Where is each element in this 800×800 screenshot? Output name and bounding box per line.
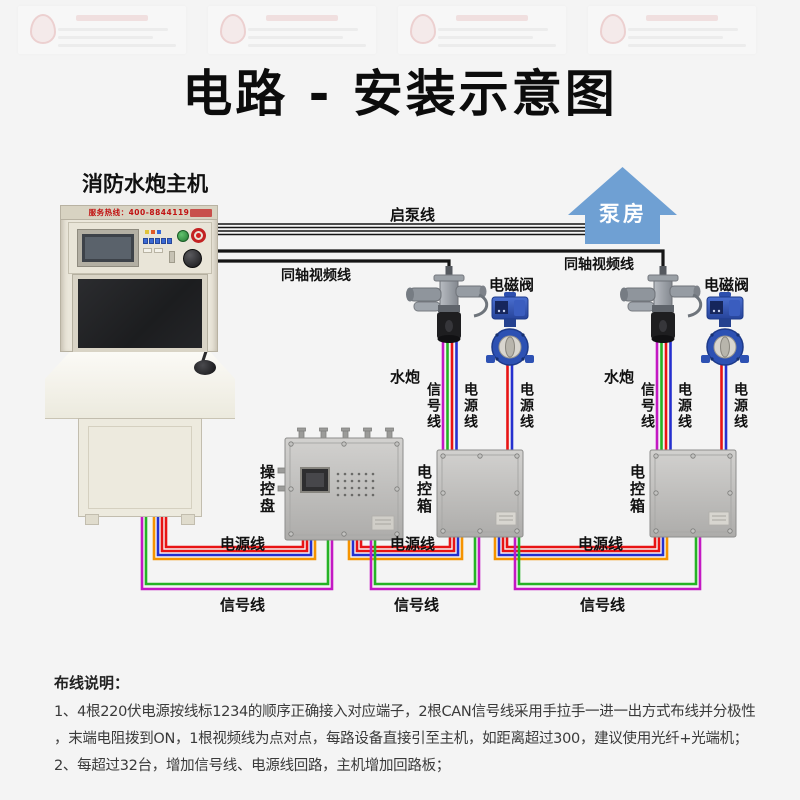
valve1-label: 电磁阀 — [489, 276, 535, 294]
panel-dot-grid — [336, 472, 375, 497]
valve2-label: 电磁阀 — [704, 276, 750, 294]
run2-power-label: 电源线 — [390, 535, 436, 553]
cannon2-power-label: 电源线 — [676, 382, 692, 430]
cannon1-label: 水炮 — [390, 368, 421, 386]
control-box2-label: 电控箱 — [628, 464, 646, 515]
indicator-light — [157, 230, 161, 234]
instruction-line-2: ，末端电阻拨到ON，1根视频线为点对点，每路设备直接引至主机，如距离超过300，… — [54, 731, 749, 747]
console-hotline: 服务热线：400-8844119 — [61, 206, 217, 220]
console-touchscreen[interactable] — [77, 229, 139, 267]
cabinet-foot — [85, 514, 99, 525]
microphone — [194, 360, 216, 375]
panel-switch[interactable] — [154, 248, 163, 253]
console-cabinet — [78, 418, 202, 525]
wire-run-console-to-panel — [140, 510, 334, 591]
panel-button[interactable] — [167, 238, 172, 244]
panel-switch[interactable] — [143, 248, 152, 253]
cannon1-signal-label: 信号线 — [425, 382, 441, 430]
control-box-1 — [436, 449, 524, 538]
cannon2-drop-wires — [655, 335, 672, 452]
water-cannon-1 — [404, 264, 489, 345]
certificate-shield-icon — [30, 14, 56, 44]
operator-panel-box — [277, 427, 404, 541]
cannon1-power-label: 电源线 — [462, 382, 478, 430]
pump-start-line-label: 启泵线 — [390, 206, 436, 224]
cannon2-label: 水炮 — [604, 368, 635, 386]
console-brand-mark — [190, 209, 212, 217]
indicator-light — [145, 230, 149, 234]
certificate-shield-icon — [600, 14, 626, 44]
fire-cannon-console: 服务热线：400-8844119 — [60, 205, 218, 353]
solenoid-valve-1 — [485, 291, 535, 366]
control-box1-label: 电控箱 — [415, 464, 433, 515]
certificate-card — [18, 6, 186, 54]
certificate-shield-icon — [220, 14, 246, 44]
valve2-power-label: 电源线 — [732, 382, 748, 430]
wire-run-box1-to-box2 — [493, 537, 702, 591]
control-box-2 — [649, 449, 737, 538]
cabinet-foot — [181, 514, 195, 525]
valve1-power-label: 电源线 — [518, 382, 534, 430]
panel-button[interactable] — [155, 238, 160, 244]
console-monitor — [72, 274, 208, 353]
panel-button[interactable] — [143, 238, 148, 244]
pump-start-lines — [216, 223, 586, 236]
emergency-stop-button[interactable] — [191, 228, 206, 243]
console-control-panel — [68, 222, 212, 274]
panel-button[interactable] — [161, 238, 166, 244]
joystick[interactable] — [183, 249, 202, 268]
cannon2-signal-label: 信号线 — [639, 382, 655, 430]
valve2-drop-wires — [720, 358, 728, 452]
coax-video-label-right: 同轴视频线 — [564, 257, 634, 273]
page-title: 电路 - 安装示意图 — [182, 65, 618, 123]
pump-room-label: 泵房 — [599, 202, 647, 226]
pump-room-arrow — [568, 167, 677, 244]
panel-button[interactable] — [149, 238, 154, 244]
certificate-card — [588, 6, 756, 54]
instruction-line-1: 1、4根220伏电源按线标1234的顺序正确接入对应端子，2根CAN信号线采用手… — [54, 704, 756, 720]
valve1-drop-wires — [506, 358, 514, 452]
console-title: 消防水炮主机 — [82, 172, 208, 196]
certificate-card — [208, 6, 376, 54]
run1-power-label: 电源线 — [220, 535, 266, 553]
cannon1-drop-wires — [441, 335, 458, 452]
operator-panel-label: 操控盘 — [258, 464, 276, 515]
run2-signal-label: 信号线 — [394, 596, 440, 614]
start-button[interactable] — [177, 230, 189, 242]
wire-run-panel-to-box1 — [347, 537, 481, 591]
console-desk — [45, 352, 235, 419]
certificate-card — [398, 6, 566, 54]
certificate-shield-icon — [410, 14, 436, 44]
instruction-line-3: 2、每超过32台，增加信号线、电源线回路，主机增加回路板； — [54, 758, 450, 774]
panel-connector — [169, 251, 175, 263]
run1-signal-label: 信号线 — [220, 596, 266, 614]
indicator-light — [151, 230, 155, 234]
instructions-heading: 布线说明： — [54, 674, 130, 692]
coax-video-label-left: 同轴视频线 — [281, 268, 351, 284]
run3-signal-label: 信号线 — [580, 596, 626, 614]
water-cannon-2 — [618, 264, 703, 345]
solenoid-valve-2 — [700, 291, 750, 366]
run3-power-label: 电源线 — [578, 535, 624, 553]
